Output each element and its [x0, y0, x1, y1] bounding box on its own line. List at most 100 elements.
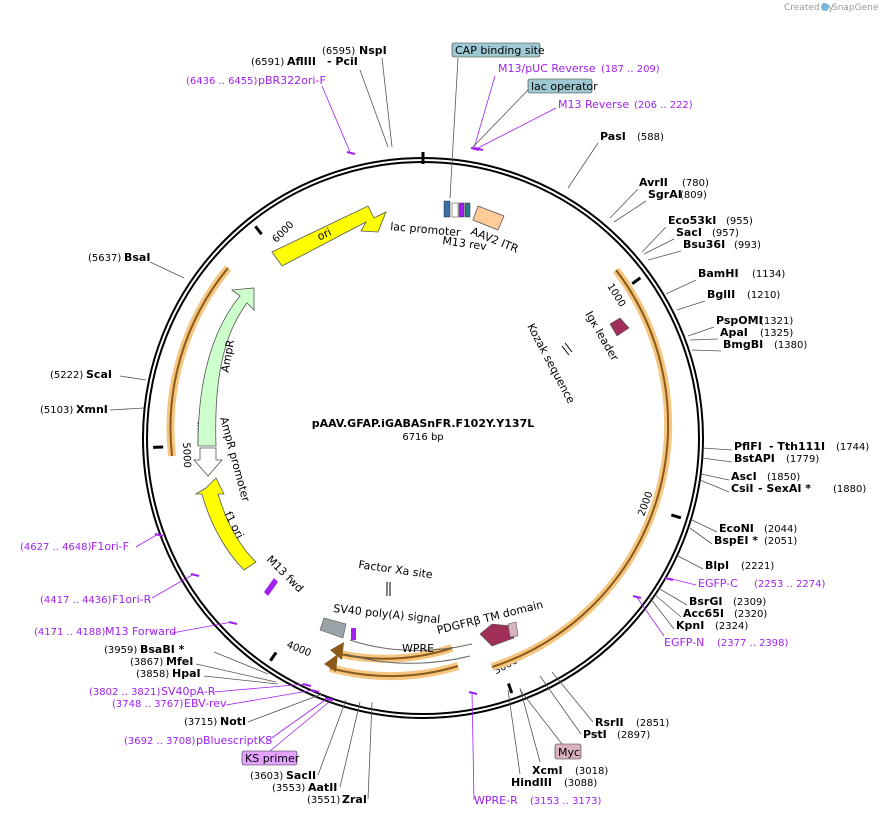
site-bmgbi-position: (1380) — [774, 340, 807, 351]
site-noti-leader-line — [247, 693, 323, 723]
lac-operator-label: lac operator — [531, 80, 598, 93]
site-csii-leader-line — [699, 479, 730, 493]
site-econi-name: EcoNI — [719, 522, 754, 535]
site-zrai-leader-line — [367, 701, 373, 800]
primer-egfpc-name: EGFP-C — [698, 577, 738, 590]
primer-m13rev-name: M13 Reverse — [558, 98, 629, 111]
site-tth111i-name: - Tth111I — [769, 440, 825, 453]
aav2-itr-box — [472, 205, 505, 231]
ks-primer-leader — [269, 697, 335, 752]
ori-label: ori — [315, 225, 333, 243]
factor-xa-label: Factor Xa site — [358, 558, 434, 581]
site-afliii-leader-line — [359, 69, 389, 148]
primer-egfpc-position: (2253 .. 2274) — [754, 579, 826, 590]
site-hindiii-leader-line — [507, 689, 521, 775]
m13-rev-label: M13 rev — [442, 234, 488, 253]
snapgene-logo-icon — [821, 3, 829, 11]
primer-wprer-position: (3153 .. 3173) — [530, 796, 602, 807]
primer-pbr322-position: (6436 .. 6455) — [186, 76, 258, 87]
primer-f1orif-name: F1ori-F — [91, 540, 129, 553]
plasmid-name: pAAV.GFAP.iGABASnFR.F102Y.Y137L — [312, 417, 535, 430]
lac-promoter-label: lac promoter — [390, 220, 462, 239]
site-eco53ki-position: (955) — [726, 216, 753, 227]
site-bmgbi-name: BmgBI — [723, 338, 763, 351]
primer-f1orir-leader-line — [151, 573, 195, 599]
primer-f1orir-name: F1ori-R — [112, 593, 152, 606]
ampr-arrow — [197, 287, 255, 447]
cds-arrow-bottom-2 — [330, 642, 344, 660]
site-psti-name: PstI — [583, 728, 607, 741]
f1-ori-arrow — [194, 477, 257, 571]
site-rsrii-position: (2851) — [636, 718, 669, 729]
site-bsrgi-name: BsrGI — [689, 595, 722, 608]
site-pspomi-leader-line — [687, 326, 715, 337]
site-saci-name: SacI — [676, 226, 702, 239]
site-hpai-name: HpaI — [172, 667, 201, 680]
primer-m13fwd-position: (4171 .. 4188) — [34, 627, 106, 638]
site-rsrii-leader-line — [551, 671, 594, 723]
site-bsabi-leader-line — [213, 651, 269, 675]
cds-line-bottom — [329, 665, 459, 678]
primer-m13puc-name: M13/pUC Reverse — [498, 62, 596, 75]
site-aatii-name: AatII — [308, 781, 337, 794]
site-bmgbi-leader-line — [691, 349, 722, 352]
site-pflfi-name: PflFI — [734, 440, 762, 453]
site-nspi-leader-line — [381, 57, 393, 148]
site-rsrii-name: RsrII — [595, 716, 624, 729]
site-avrii-name: AvrII — [639, 176, 668, 189]
primer-m13puc-leader-line — [473, 75, 496, 149]
site-kpni-name: KpnI — [676, 619, 704, 632]
primer-m13rev-position: (206 .. 222) — [634, 100, 693, 111]
ring-tick-label: 4000 — [285, 640, 313, 660]
site-bglii-name: BglII — [707, 288, 735, 301]
site-psti-leader-line — [539, 675, 582, 735]
site-blpi-name: BlpI — [705, 559, 729, 572]
site-pasi-position: (588) — [637, 132, 664, 143]
kozak-label: Kozak sequence — [524, 321, 577, 406]
site-eco53ki-leader-line — [641, 226, 667, 253]
ring-tick-mark — [507, 683, 514, 694]
site-hpai-leader-line — [203, 675, 279, 685]
lac-operator-box — [527, 78, 593, 94]
lac-operator-leader — [471, 89, 529, 149]
site-zrai-position: (3551) — [307, 795, 340, 806]
primer-ebvrev-name: EBV-rev — [184, 697, 227, 710]
site-avrii-leader-line — [609, 188, 639, 219]
primer-sv40par-marker — [302, 683, 312, 687]
cap-site-glyph — [464, 202, 471, 218]
site-kpni-leader-line — [649, 597, 675, 630]
wpre-arc-bottom — [345, 653, 471, 664]
m13-fwd-arrow — [264, 578, 278, 596]
site-xmni-leader-line — [109, 407, 145, 411]
primer-wprer-marker — [468, 691, 478, 695]
site-mfei-leader-line — [195, 663, 277, 683]
site-pasi-name: PasI — [600, 130, 626, 143]
ori-arrow — [271, 205, 387, 267]
m13-rev-glyph — [458, 202, 465, 218]
site-xmni-position: (5103) — [40, 405, 73, 416]
site-apai-position: (1325) — [760, 328, 793, 339]
site-tth111i-position: (1744) — [836, 442, 869, 453]
site-aatii-leader-line — [339, 701, 361, 788]
site-bspei-name: BspEI * — [714, 534, 758, 547]
site-bglii-leader-line — [676, 300, 706, 311]
site-noti-position: (3715) — [184, 717, 217, 728]
site-zrai-name: ZraI — [342, 793, 367, 806]
primer-wprer-leader-line — [471, 691, 475, 801]
site-saci-leader-line — [643, 238, 675, 255]
myc-label: Myc — [558, 746, 580, 759]
credit-prefix: Created by — [784, 3, 834, 13]
site-aatii-position: (3553) — [272, 783, 305, 794]
primer-f1orif-leader-line — [135, 533, 159, 548]
lac-operator-glyph — [451, 202, 459, 218]
sv40-label: SV40 poly(A) signal — [333, 602, 441, 626]
site-csii-name: CsiI — [731, 482, 753, 495]
site-acc65i-leader-line — [653, 593, 682, 618]
primer-egfpn-name: EGFP-N — [664, 636, 704, 649]
sv40-box — [319, 617, 347, 639]
primer-m13fwd-leader-line — [171, 621, 233, 634]
site-sacii-leader-line — [317, 699, 347, 776]
igk-leader-arrow — [609, 317, 630, 337]
ring-tick-label: 6000 — [271, 220, 297, 246]
